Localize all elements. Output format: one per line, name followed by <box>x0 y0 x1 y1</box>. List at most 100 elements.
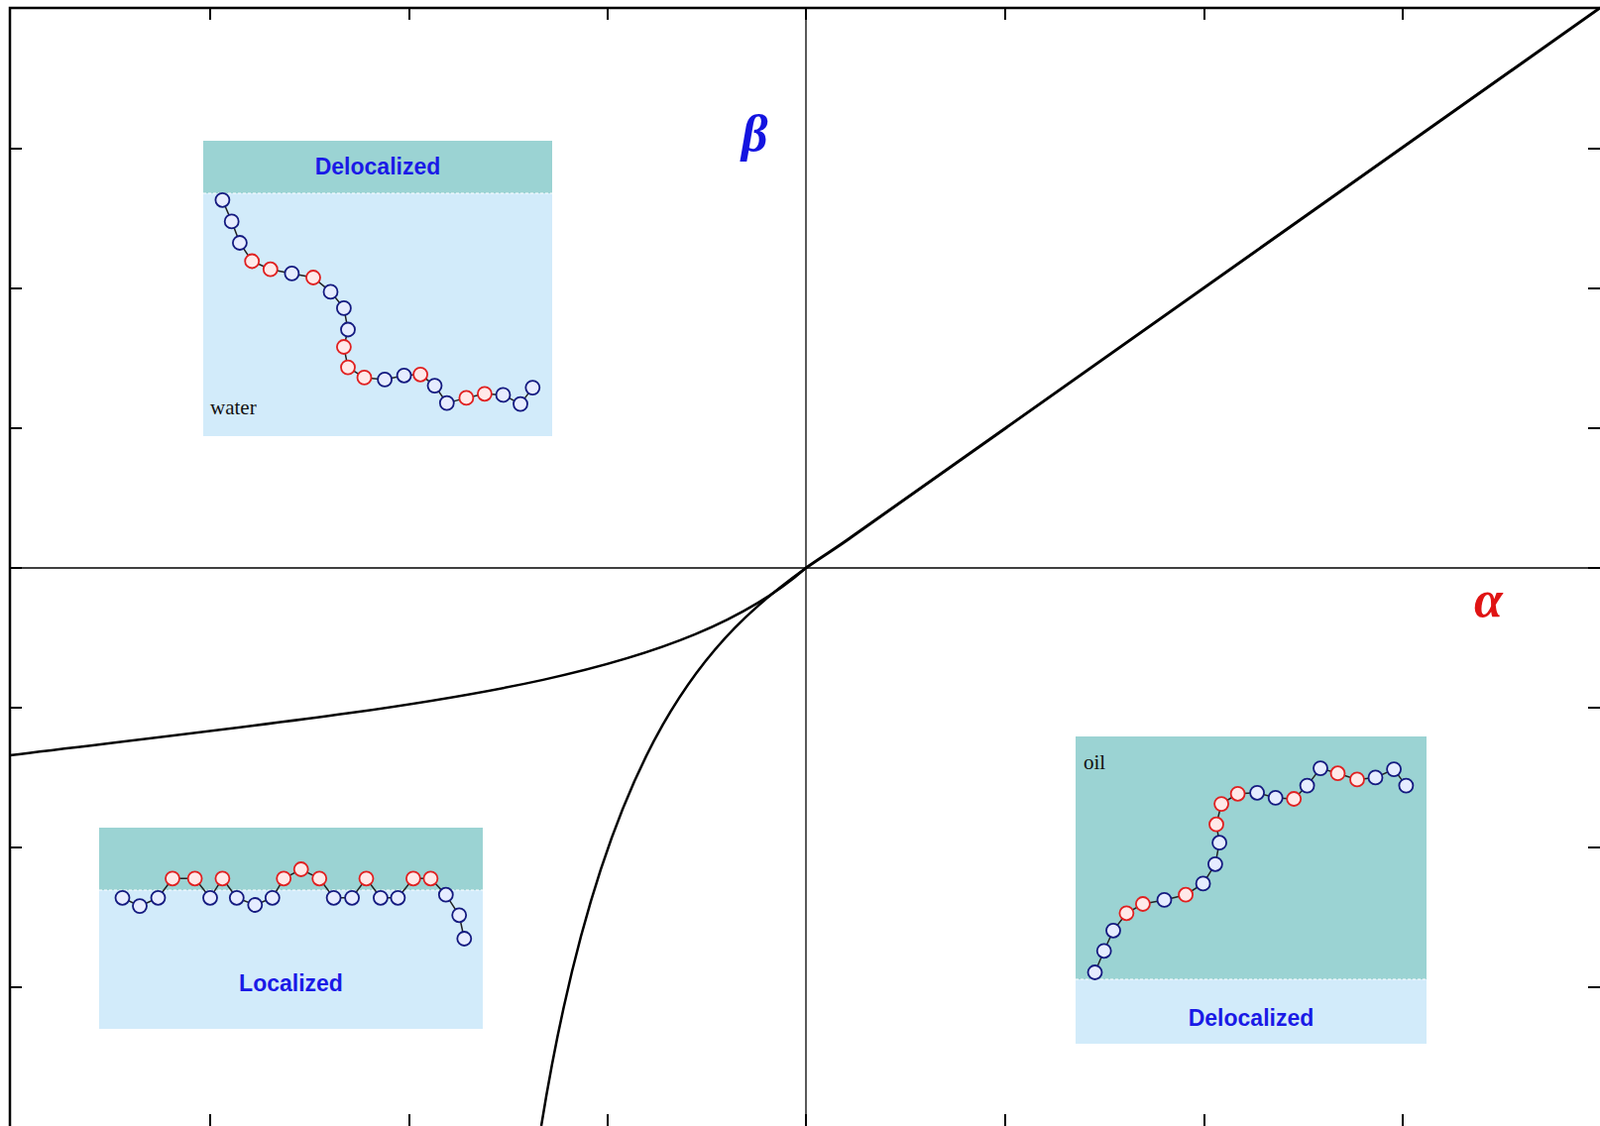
tick-mark <box>408 7 411 20</box>
tick-mark <box>606 1114 609 1126</box>
medium-label: oil <box>1083 749 1106 776</box>
tick-mark <box>1401 1114 1404 1126</box>
hydrophilic-monomer <box>1097 943 1112 958</box>
hydrophilic-monomer <box>457 931 471 946</box>
tick-mark <box>1588 706 1600 709</box>
water-ground <box>99 827 483 1029</box>
hydrophilic-monomer <box>496 387 511 402</box>
hydrophilic-monomer <box>1268 791 1283 805</box>
hydrophilic-monomer <box>397 368 412 383</box>
tick-mark <box>1588 846 1600 849</box>
hydrophilic-monomer <box>373 891 388 906</box>
chain-backbone <box>122 869 465 939</box>
phase-label: Localized <box>99 968 483 999</box>
hydrophilic-monomer <box>513 397 528 412</box>
tick-mark <box>1401 7 1404 20</box>
hydrophilic-monomer <box>1208 857 1223 872</box>
phase-label: Delocalized <box>1075 1000 1427 1036</box>
hydrophilic-monomer <box>525 380 540 395</box>
hydrophilic-monomer <box>225 214 239 229</box>
tick-mark <box>1588 287 1600 290</box>
hydrophobic-monomer <box>276 871 291 886</box>
hydrophobic-monomer <box>1136 897 1150 912</box>
tick-mark <box>804 7 807 20</box>
tick-mark <box>606 7 609 20</box>
hydrophilic-monomer <box>1106 923 1121 938</box>
phase-boundary <box>541 568 806 1126</box>
oil-band <box>203 140 553 194</box>
phase-inset: Localized <box>99 827 483 1029</box>
hydrophobic-monomer <box>1331 766 1346 781</box>
hydrophilic-monomer <box>1212 835 1227 850</box>
tick-mark <box>1588 567 1600 570</box>
tick-mark <box>9 287 22 290</box>
hydrophilic-monomer <box>1398 779 1413 794</box>
oil-band <box>1075 736 1427 980</box>
tick-mark <box>804 1114 807 1126</box>
hydrophobic-monomer <box>165 871 180 886</box>
alpha-axis-label: α <box>1474 570 1503 629</box>
hydrophilic-monomer <box>1300 779 1315 794</box>
tick-mark <box>9 986 22 989</box>
hydrophilic-monomer <box>390 891 405 906</box>
hydrophobic-monomer <box>341 360 355 375</box>
hydrophilic-monomer <box>132 899 147 914</box>
interface-line <box>1075 979 1427 981</box>
hydrophilic-monomer <box>452 908 466 922</box>
hydrophilic-monomer <box>247 898 262 913</box>
beta-axis-label: β <box>741 104 769 163</box>
tick-mark <box>408 1114 411 1126</box>
hydrophilic-monomer <box>265 891 280 906</box>
medium-label: water <box>210 394 257 421</box>
hydrophilic-monomer <box>337 301 351 316</box>
hydrophilic-monomer <box>327 891 342 906</box>
water-ground <box>203 140 553 437</box>
hydrophilic-monomer <box>439 888 454 903</box>
phase-inset: Delocalized water <box>203 140 553 437</box>
phase-label: Delocalized <box>203 140 553 194</box>
hydrophobic-monomer <box>188 871 203 886</box>
hydrophobic-monomer <box>477 386 492 401</box>
hydrophobic-monomer <box>357 370 372 385</box>
tick-mark <box>1588 147 1600 150</box>
hydrophilic-monomer <box>324 284 339 299</box>
hydrophobic-monomer <box>294 862 309 877</box>
phase-boundary <box>805 7 1600 569</box>
tick-mark <box>9 846 22 849</box>
tick-mark <box>9 147 22 150</box>
hydrophobic-monomer <box>244 254 259 269</box>
hydrophilic-monomer <box>1369 770 1383 785</box>
hydrophobic-monomer <box>1119 906 1134 920</box>
hydrophilic-monomer <box>229 891 244 906</box>
hydrophobic-monomer <box>406 871 421 886</box>
tick-mark <box>209 1114 212 1126</box>
hydrophilic-monomer <box>215 193 229 208</box>
hydrophobic-monomer <box>337 340 351 354</box>
tick-mark <box>9 706 22 709</box>
hydrophobic-monomer <box>359 871 374 886</box>
hydrophilic-monomer <box>115 891 130 906</box>
hydrophilic-monomer <box>1157 893 1172 908</box>
tick-mark <box>209 7 212 20</box>
hydrophobic-monomer <box>423 871 438 886</box>
hydrophilic-monomer <box>1196 876 1211 891</box>
water-ground <box>1075 736 1427 1044</box>
hydrophilic-monomer <box>377 372 392 387</box>
hydrophilic-monomer <box>428 378 443 393</box>
hydrophilic-monomer <box>1250 786 1264 800</box>
phase-boundary <box>9 568 806 756</box>
hydrophilic-monomer <box>344 891 359 906</box>
hydrophobic-monomer <box>263 262 278 277</box>
hydrophobic-monomer <box>458 390 473 405</box>
hydrophobic-monomer <box>1214 797 1229 811</box>
tick-mark <box>1588 986 1600 989</box>
hydrophilic-monomer <box>203 891 218 906</box>
hydrophilic-monomer <box>1088 965 1103 980</box>
hydrophobic-monomer <box>1209 817 1224 832</box>
hydrophobic-monomer <box>1178 888 1193 903</box>
oil-band <box>99 827 483 891</box>
hydrophobic-monomer <box>1350 772 1365 787</box>
hydrophobic-monomer <box>1231 787 1246 801</box>
